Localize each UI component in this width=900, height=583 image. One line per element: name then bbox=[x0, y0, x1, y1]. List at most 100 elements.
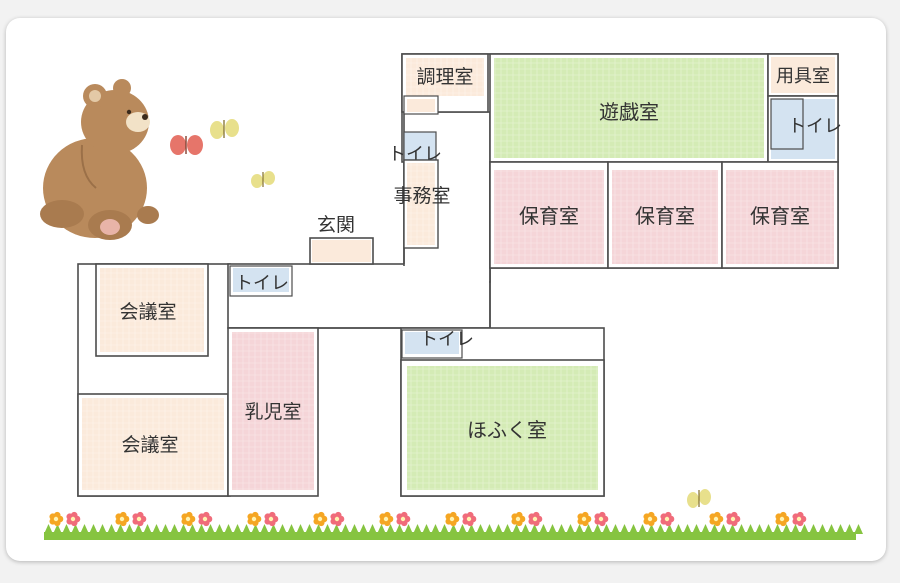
grass-blade bbox=[656, 524, 665, 534]
flower bbox=[709, 511, 724, 527]
grass-blade bbox=[845, 524, 854, 534]
grass-blade bbox=[386, 524, 395, 534]
grass-blade bbox=[827, 524, 836, 534]
grass-blade bbox=[728, 524, 737, 534]
room-toilet-corridor[interactable]: トイレ bbox=[229, 265, 293, 297]
kitchen-label: 調理室 bbox=[416, 66, 473, 88]
grass-blade bbox=[638, 524, 647, 534]
grass-blade bbox=[71, 524, 80, 534]
room-entrance[interactable]: 玄関 bbox=[312, 214, 371, 262]
grass-blade bbox=[215, 524, 224, 534]
grass-blade bbox=[593, 524, 602, 534]
flower bbox=[775, 511, 790, 527]
grass-blade bbox=[134, 524, 143, 534]
room-infant[interactable]: 乳児室 bbox=[227, 327, 319, 497]
grass-blade bbox=[107, 524, 116, 534]
flower bbox=[198, 511, 213, 527]
grass-blade bbox=[566, 524, 575, 534]
room-storage[interactable]: 用具室 bbox=[767, 53, 839, 97]
grass-blade bbox=[224, 524, 233, 534]
grass-blade bbox=[602, 524, 611, 534]
grass-blade bbox=[89, 524, 98, 534]
room-nursery-1[interactable]: 保育室 bbox=[489, 161, 609, 269]
grass-blade bbox=[170, 524, 179, 534]
grass-blade bbox=[368, 524, 377, 534]
grass-blade bbox=[665, 524, 674, 534]
yellow-butterfly bbox=[210, 119, 239, 139]
flower bbox=[594, 511, 609, 527]
grass-blade bbox=[575, 524, 584, 534]
infant-label: 乳児室 bbox=[244, 401, 301, 423]
grass-blade bbox=[548, 524, 557, 534]
room-meeting-1[interactable]: 会議室 bbox=[95, 263, 209, 357]
grass-blade bbox=[746, 524, 755, 534]
grass-blade bbox=[692, 524, 701, 534]
flower bbox=[115, 511, 130, 527]
grass-blade bbox=[458, 524, 467, 534]
flower bbox=[132, 511, 147, 527]
toilet-top-right-label: トイレ bbox=[788, 116, 842, 137]
room-playroom[interactable]: 遊戯室 bbox=[489, 53, 769, 163]
hofuku-label: ほふく室 bbox=[467, 418, 547, 442]
grass-blade bbox=[683, 524, 692, 534]
grass-blade bbox=[278, 524, 287, 534]
nursery-3-label: 保育室 bbox=[750, 204, 810, 228]
flower bbox=[66, 511, 81, 527]
grass-blade bbox=[143, 524, 152, 534]
flower bbox=[49, 511, 64, 527]
room-kitchen[interactable]: 調理室 bbox=[401, 53, 489, 115]
grass-blade bbox=[557, 524, 566, 534]
meeting-2-label: 会議室 bbox=[121, 434, 178, 456]
flower bbox=[577, 511, 592, 527]
grass-blade bbox=[188, 524, 197, 534]
grass-blade bbox=[782, 524, 791, 534]
grass-blade bbox=[98, 524, 107, 534]
room-toilet-lower[interactable]: トイレ bbox=[401, 329, 474, 359]
flower bbox=[511, 511, 526, 527]
nursery-2-label: 保育室 bbox=[635, 204, 695, 228]
grass-blade bbox=[332, 524, 341, 534]
grass-blade bbox=[449, 524, 458, 534]
room-meeting-2[interactable]: 会議室 bbox=[77, 393, 229, 497]
grass-blade bbox=[359, 524, 368, 534]
nursery-1-label: 保育室 bbox=[519, 204, 579, 228]
flower bbox=[181, 511, 196, 527]
grass-blade bbox=[674, 524, 683, 534]
red-butterfly bbox=[170, 135, 203, 155]
grass-blade bbox=[629, 524, 638, 534]
grass-blade bbox=[755, 524, 764, 534]
grass-blade bbox=[611, 524, 620, 534]
toilet-corridor-label: トイレ bbox=[235, 273, 289, 294]
room-hofuku[interactable]: ほふく室 bbox=[400, 359, 605, 497]
grass-blade bbox=[179, 524, 188, 534]
grass-blade bbox=[197, 524, 206, 534]
flower bbox=[792, 511, 807, 527]
grass-blade bbox=[116, 524, 125, 534]
room-nursery-2[interactable]: 保育室 bbox=[607, 161, 723, 269]
room-nursery-3[interactable]: 保育室 bbox=[721, 161, 839, 269]
grass-blade bbox=[305, 524, 314, 534]
office-label: 事務室 bbox=[393, 185, 450, 207]
grass-blade bbox=[260, 524, 269, 534]
room-office[interactable]: 事務室 bbox=[393, 159, 451, 249]
grass-blade bbox=[773, 524, 782, 534]
flower bbox=[313, 511, 328, 527]
grass-blade bbox=[584, 524, 593, 534]
room-toilet-top-right[interactable]: トイレ bbox=[767, 95, 842, 163]
grass-blade bbox=[620, 524, 629, 534]
flower bbox=[660, 511, 675, 527]
flower-border bbox=[44, 511, 863, 540]
grass-blade bbox=[53, 524, 62, 534]
grass-blade bbox=[431, 524, 440, 534]
grass-blade bbox=[800, 524, 809, 534]
grass-blade bbox=[251, 524, 260, 534]
meeting-1-label: 会議室 bbox=[119, 301, 176, 323]
grass-blade bbox=[530, 524, 539, 534]
grass-blade bbox=[161, 524, 170, 534]
grass-blade bbox=[323, 524, 332, 534]
grass-blade bbox=[467, 524, 476, 534]
grass-blade bbox=[296, 524, 305, 534]
grass-blade bbox=[62, 524, 71, 534]
grass-blade bbox=[395, 524, 404, 534]
